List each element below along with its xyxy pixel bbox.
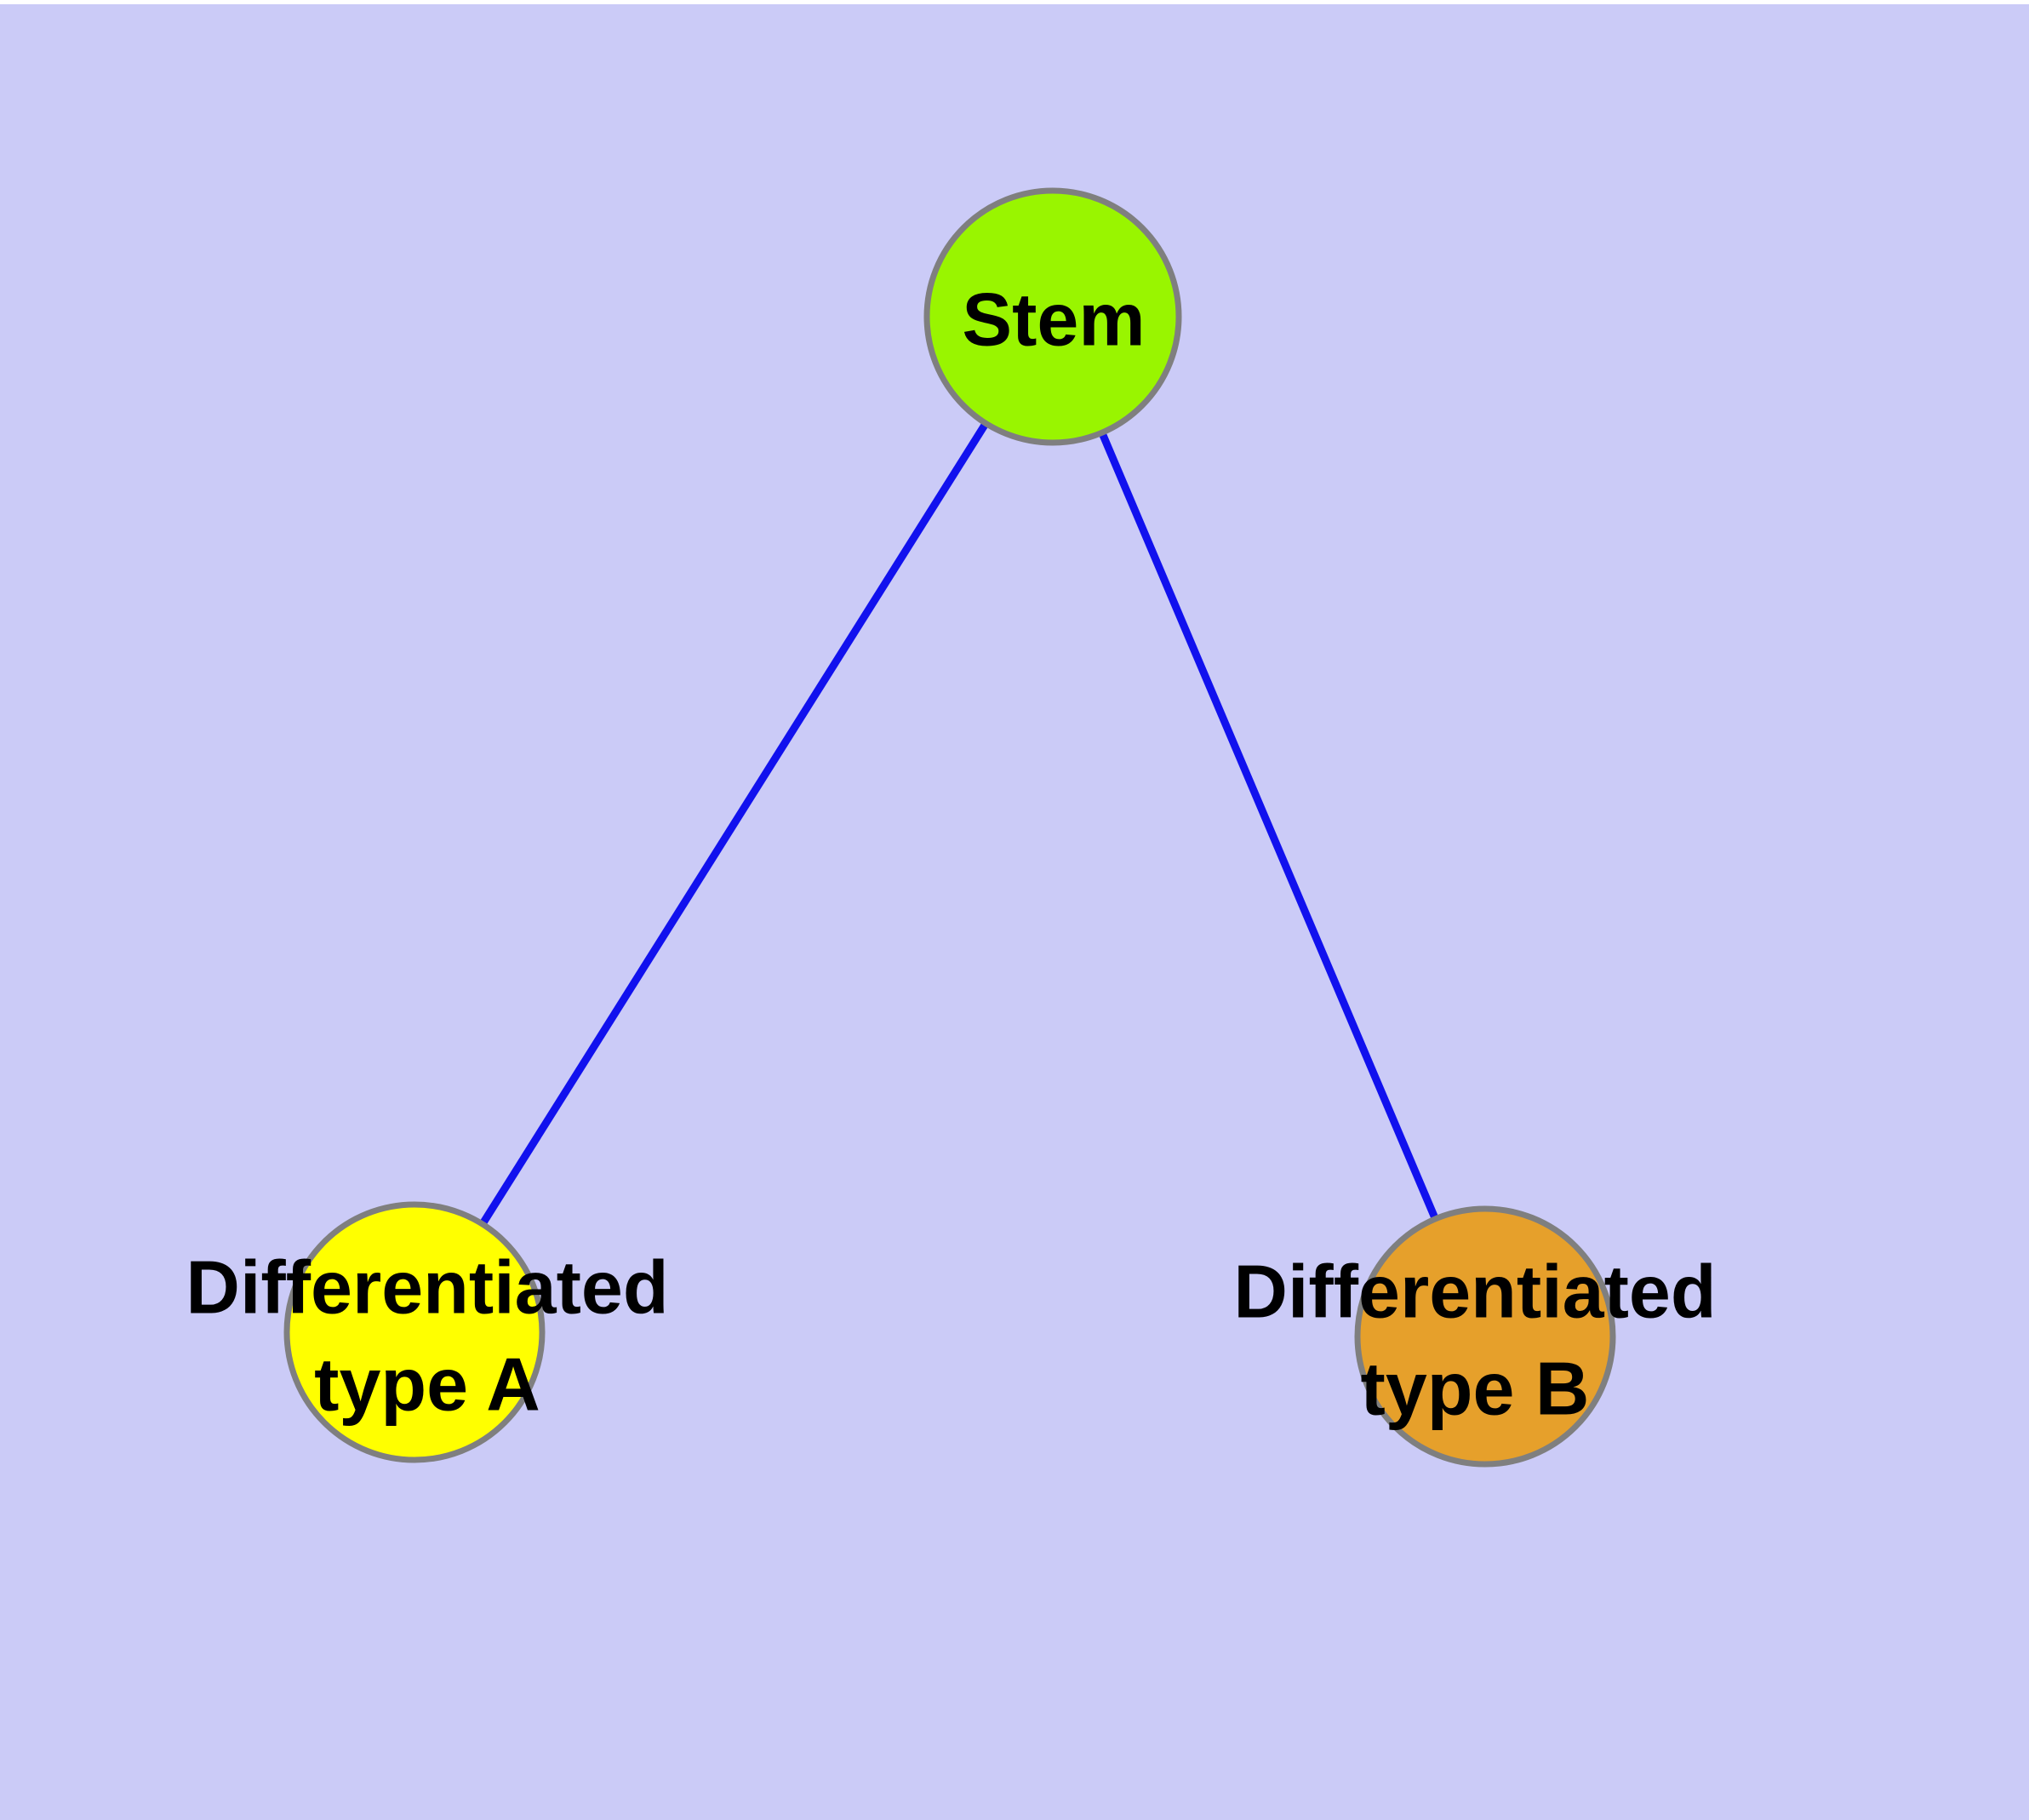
edge-stem-to-type-a <box>411 314 1056 1335</box>
node-type-a-label-line-2: type A <box>314 1342 540 1427</box>
edge-stem-to-type-b <box>1049 315 1489 1338</box>
node-type-a-label-line-1: Differentiated <box>186 1245 668 1330</box>
node-stem-label: Stem <box>962 278 1145 362</box>
node-type-b-label-line-1: Differentiated <box>1233 1250 1716 1334</box>
node-differentiated-type-a <box>283 1201 546 1463</box>
node-differentiated-type-b <box>1354 1205 1616 1468</box>
node-type-b-label-line-2: type B <box>1361 1347 1590 1431</box>
node-stem <box>923 187 1182 446</box>
